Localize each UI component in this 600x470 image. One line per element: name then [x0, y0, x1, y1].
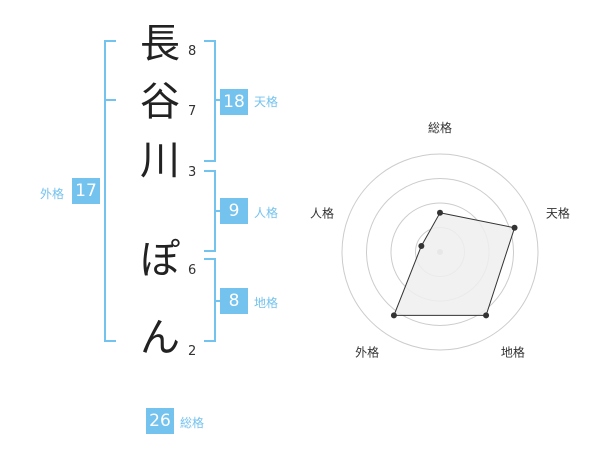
- radar-point-5: [418, 242, 425, 249]
- stroke-count-1: 8: [188, 44, 197, 59]
- stroke-count-5: 2: [188, 344, 197, 359]
- radar-axis-label-5: 人格: [310, 206, 334, 221]
- tenkaku-label: 天格: [254, 95, 279, 109]
- gaikaku-label: 外格: [40, 187, 65, 201]
- radar-axis-label-3: 地格: [501, 344, 525, 359]
- stroke-count-2: 7: [188, 104, 197, 119]
- radar-point-3: [483, 312, 490, 319]
- name-char-5: ん: [140, 315, 180, 361]
- jinkaku-value: 9: [220, 198, 248, 224]
- gaikaku-value: 17: [72, 178, 100, 204]
- radar-axis-label-2: 天格: [546, 206, 570, 221]
- jinkaku-label: 人格: [254, 206, 279, 220]
- gaikaku-bracket: [104, 40, 116, 342]
- tenkaku-bracket: [204, 40, 216, 162]
- name-char-3: 川: [140, 138, 180, 184]
- radar-axis-label-4: 外格: [355, 344, 379, 359]
- name-char-2: 谷: [140, 79, 180, 125]
- radar-point-2: [511, 224, 518, 231]
- gaikaku-bracket-tick: [104, 99, 116, 101]
- soukaku-label: 総格: [180, 416, 205, 430]
- chikaku-value: 8: [220, 288, 248, 314]
- radar-data-polygon: [393, 212, 516, 316]
- chikaku-bracket-tick: [214, 300, 222, 302]
- radar-point-4: [390, 312, 397, 319]
- name-char-4: ぽ: [140, 237, 180, 283]
- name-char-1: 長: [140, 21, 180, 67]
- radar-points: [390, 209, 518, 319]
- radar-axis-label-1: 総格: [428, 120, 452, 135]
- radar-point-1: [437, 209, 443, 216]
- tenkaku-value: 18: [220, 89, 248, 115]
- tenkaku-bracket-tick: [214, 99, 222, 101]
- radar-ring: [341, 153, 539, 351]
- chikaku-label: 地格: [254, 296, 279, 310]
- jinkaku-bracket-tick: [214, 210, 222, 212]
- stroke-count-4: 6: [188, 263, 197, 278]
- soukaku-value: 26: [146, 408, 174, 434]
- radar-ring: [366, 178, 514, 326]
- stroke-count-3: 3: [188, 165, 197, 180]
